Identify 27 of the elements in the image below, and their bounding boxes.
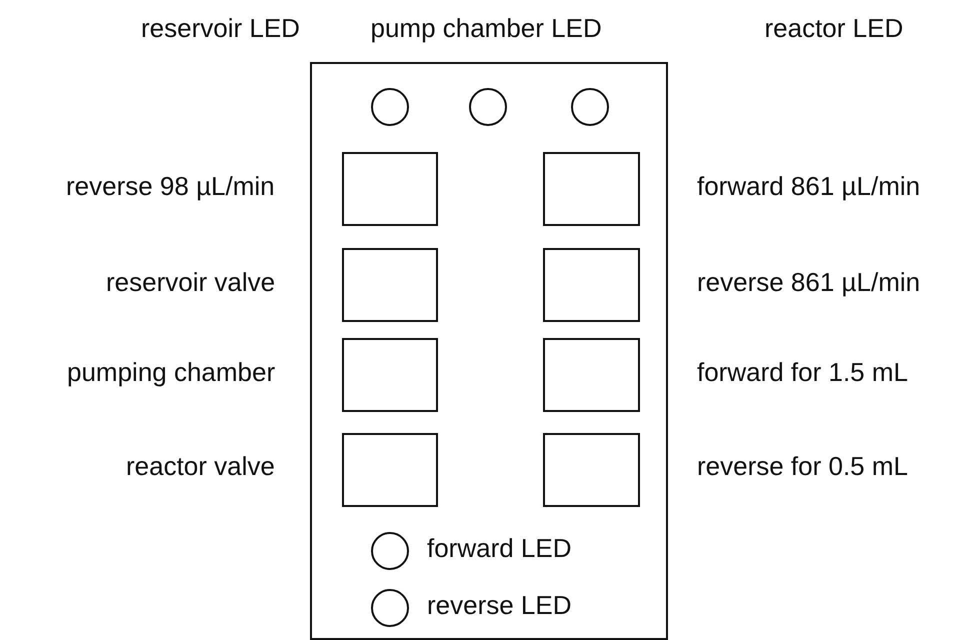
button-label: reservoir valve — [106, 267, 276, 297]
push-button — [543, 338, 640, 412]
push-button — [342, 433, 438, 507]
push-button — [543, 433, 640, 507]
push-button — [543, 248, 640, 322]
indicator-light — [371, 532, 409, 570]
button-label: reverse 861 µL/min — [697, 267, 920, 297]
button-label: forward for 1.5 mL — [697, 357, 908, 387]
indicator-light — [571, 88, 609, 126]
light-label: reverse LED — [427, 590, 572, 620]
push-button — [342, 152, 438, 226]
indicator-light — [469, 88, 507, 126]
button-label: pumping chamber — [67, 357, 276, 387]
button-label: reactor valve — [126, 451, 275, 481]
light-label: forward LED — [427, 533, 572, 563]
indicator-light — [371, 88, 409, 126]
light-label: reactor LED — [764, 13, 904, 43]
indicator-light — [371, 589, 409, 627]
control-panel — [310, 62, 668, 640]
button-label: reverse 98 µL/min — [66, 171, 275, 201]
button-label: forward 861 µL/min — [697, 171, 920, 201]
push-button — [342, 338, 438, 412]
light-label: reservoir LED — [141, 13, 300, 43]
push-button — [342, 248, 438, 322]
light-label: pump chamber LED — [370, 13, 602, 43]
button-label: reverse for 0.5 mL — [697, 451, 908, 481]
push-button — [543, 152, 640, 226]
